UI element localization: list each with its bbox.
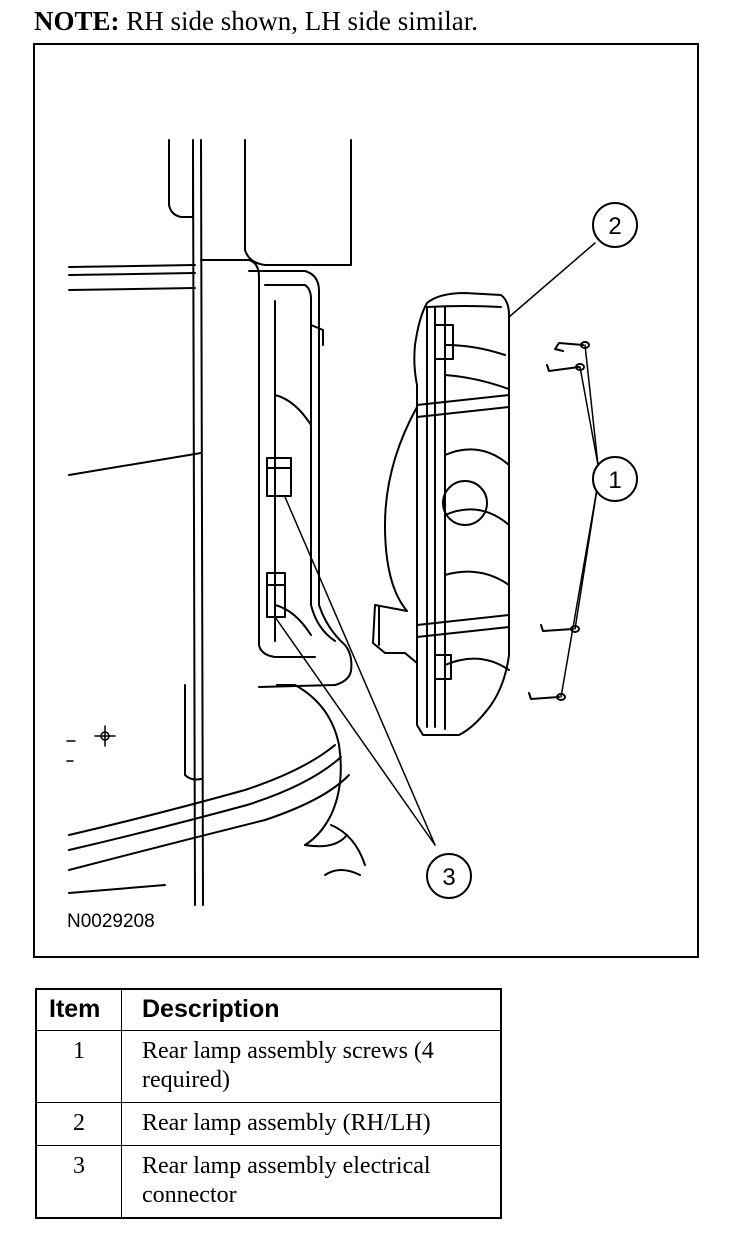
item-number: 3 [35,1145,122,1219]
header-description: Description [121,988,502,1031]
callout-2: 2 [592,202,638,248]
leader-lines [274,242,599,846]
table-row: 3 Rear lamp assembly electrical connecto… [35,1145,502,1219]
locator-mark [66,725,116,762]
callout-3: 3 [426,853,472,899]
header-item: Item [35,988,122,1031]
table-row: 1 Rear lamp assembly screws (4 required) [35,1030,502,1103]
item-description: Rear lamp assembly (RH/LH) [121,1102,502,1146]
note-text: RH side shown, LH side similar. [119,6,479,36]
note-label: NOTE: [34,6,120,36]
rear-lamp-assembly [372,292,510,736]
screws [528,341,590,701]
illustration-frame: 2 1 3 N0029208 [33,43,699,958]
callout-2-label: 2 [608,213,621,240]
item-number: 1 [35,1030,122,1103]
item-description: Rear lamp assembly screws (4 required) [121,1030,502,1103]
vehicle-body [66,139,366,906]
item-description: Rear lamp assembly electrical connector [121,1145,502,1219]
item-table: Item Description 1 Rear lamp assembly sc… [35,988,502,1219]
figure-id: N0029208 [67,911,155,932]
table-header-row: Item Description [35,988,502,1031]
item-number: 2 [35,1102,122,1146]
electrical-connector [266,457,292,618]
note: NOTE: RH side shown, LH side similar. [34,6,478,37]
lamp-illustration: 2 1 3 [66,139,638,906]
table-row: 2 Rear lamp assembly (RH/LH) [35,1102,502,1146]
callout-1-label: 1 [608,467,621,494]
callout-1: 1 [592,456,638,502]
callout-3-label: 3 [442,864,455,891]
